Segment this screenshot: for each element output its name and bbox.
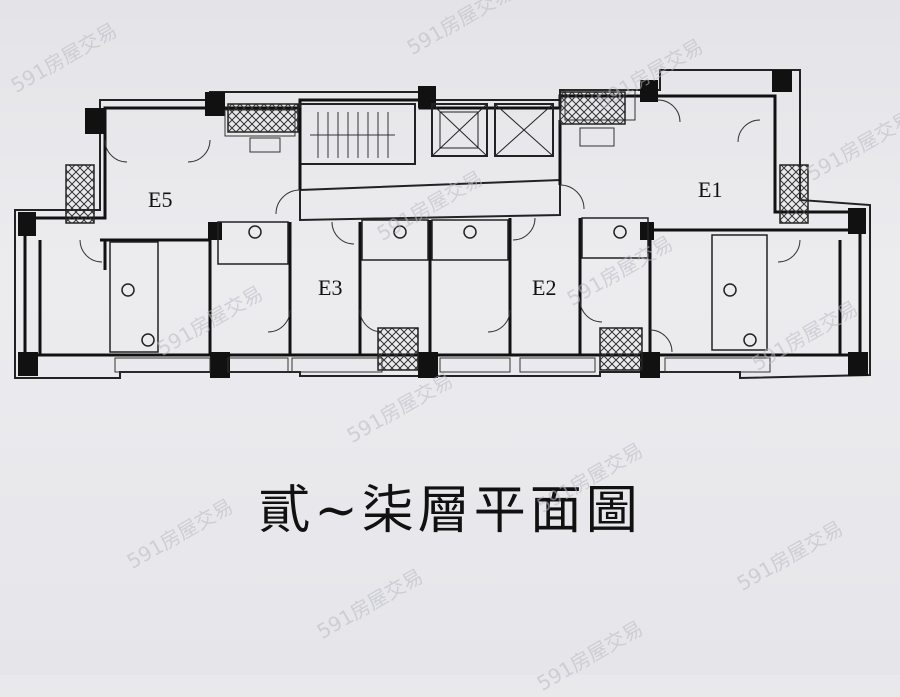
plan-caption: 貳~柒層平面圖 xyxy=(258,481,642,541)
stair-core xyxy=(299,103,416,165)
floor-plan: E5 E3 E2 E1 xyxy=(14,69,871,380)
unit-label-e2: E2 xyxy=(532,275,556,300)
structural-columns xyxy=(18,70,868,378)
watermark: 591房屋交易 xyxy=(532,615,648,696)
unit-label-e1: E1 xyxy=(698,177,722,202)
corridor xyxy=(299,178,561,222)
building-outline xyxy=(14,69,871,380)
exterior-wall xyxy=(23,94,862,357)
watermark: 591房屋交易 xyxy=(312,563,428,644)
unit-label-e3: E3 xyxy=(318,275,342,300)
elevator-shafts xyxy=(431,103,554,157)
unit-walls xyxy=(38,108,860,355)
window-strips xyxy=(114,357,771,373)
unit-label-e5: E5 xyxy=(148,187,172,212)
door-swings xyxy=(79,99,801,353)
bathrooms xyxy=(109,217,768,353)
balconies xyxy=(65,91,809,371)
